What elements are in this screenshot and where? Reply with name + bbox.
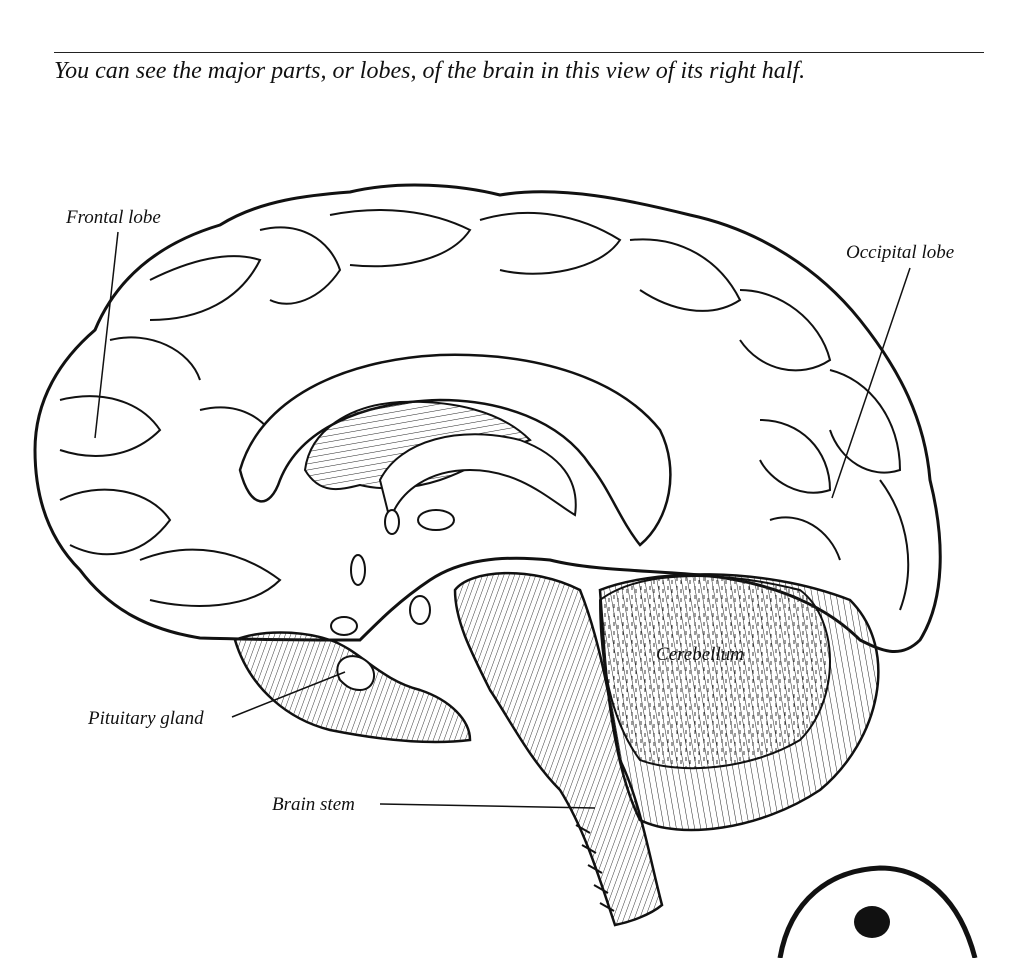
nerve-roots	[575, 824, 615, 912]
label-cerebellum: Cerebellum	[656, 644, 744, 665]
small-oval	[384, 509, 400, 535]
brain-stem	[453, 571, 664, 927]
label-occipital-lobe: Occipital lobe	[846, 242, 955, 263]
label-frontal-lobe: Frontal lobe	[66, 207, 161, 228]
cerebellum-core	[598, 575, 831, 770]
corpus-callosum	[238, 353, 672, 547]
pineal	[409, 595, 431, 625]
fornix	[378, 433, 577, 524]
figure-caption: You can see the major parts, or lobes, o…	[54, 58, 806, 84]
optic-oval	[350, 554, 366, 586]
inset-brain	[854, 906, 890, 938]
top-rule	[54, 52, 984, 53]
mammillary	[330, 616, 358, 636]
ventricle-oval	[417, 509, 455, 531]
label-pituitary-gland: Pituitary gland	[88, 708, 204, 729]
leader-lines	[94, 231, 911, 809]
pituitary-gland	[336, 655, 375, 692]
label-brain-stem: Brain stem	[272, 794, 355, 815]
